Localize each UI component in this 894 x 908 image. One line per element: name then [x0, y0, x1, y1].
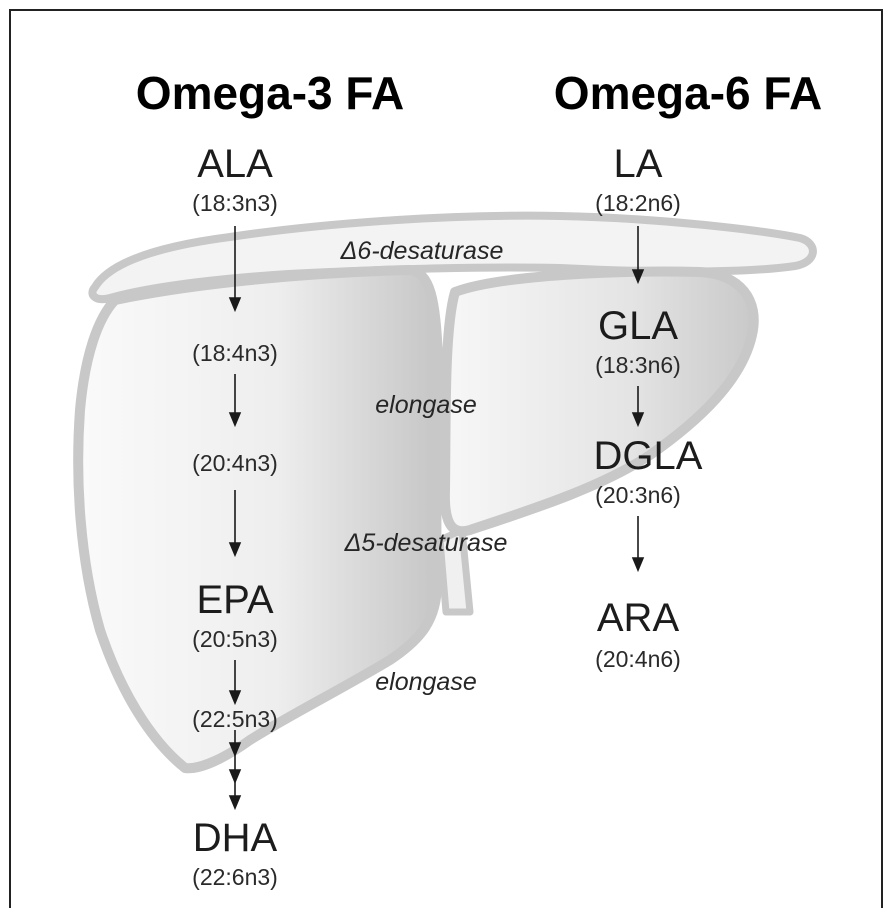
ala-label: ALA — [197, 142, 273, 186]
epa-label: EPA — [196, 578, 274, 622]
arrow-225-step-1 — [228, 742, 242, 758]
arrow-225-to-dha — [228, 795, 242, 811]
ara-formula: (20:4n6) — [595, 646, 681, 672]
liver-left-lobe — [73, 265, 443, 774]
dha-formula: (22:6n3) — [192, 864, 278, 890]
arrow-dgla-to-ara — [631, 557, 645, 573]
gla-label: GLA — [597, 304, 679, 348]
liver-right-lobe — [439, 266, 759, 537]
la-formula: (18:2n6) — [595, 190, 681, 216]
pathway-arrows — [228, 226, 645, 811]
arrow-225-step-2 — [228, 769, 242, 785]
figure-border — [9, 9, 883, 908]
arrow-184-to-204 — [228, 412, 242, 428]
elongase-label-2: elongase — [375, 668, 477, 696]
c18-4n3-formula: (18:4n3) — [192, 340, 278, 366]
ara-label: ARA — [596, 596, 680, 640]
omega6-heading: Omega-6 FA — [553, 67, 823, 119]
arrow-epa-to-225 — [228, 690, 242, 706]
arrow-la-to-gla — [631, 269, 645, 285]
delta5-desaturase-label: Δ5-desaturase — [344, 529, 508, 557]
dgla-label: DGLA — [593, 434, 703, 478]
c22-5n3-formula: (22:5n3) — [192, 706, 278, 732]
delta6-desaturase-label: Δ6-desaturase — [340, 237, 504, 265]
gla-formula: (18:3n6) — [595, 352, 681, 378]
dha-label: DHA — [192, 816, 278, 860]
epa-formula: (20:5n3) — [192, 626, 278, 652]
dgla-formula: (20:3n6) — [595, 482, 681, 508]
c20-4n3-formula: (20:4n3) — [192, 450, 278, 476]
la-label: LA — [613, 142, 663, 186]
ala-formula: (18:3n3) — [192, 190, 278, 216]
arrow-204-to-epa — [228, 542, 242, 558]
arrow-ala-to-184 — [228, 297, 242, 313]
omega3-heading: Omega-3 FA — [135, 67, 405, 119]
arrow-gla-to-dgla — [631, 412, 645, 428]
elongase-label-1: elongase — [375, 391, 477, 419]
